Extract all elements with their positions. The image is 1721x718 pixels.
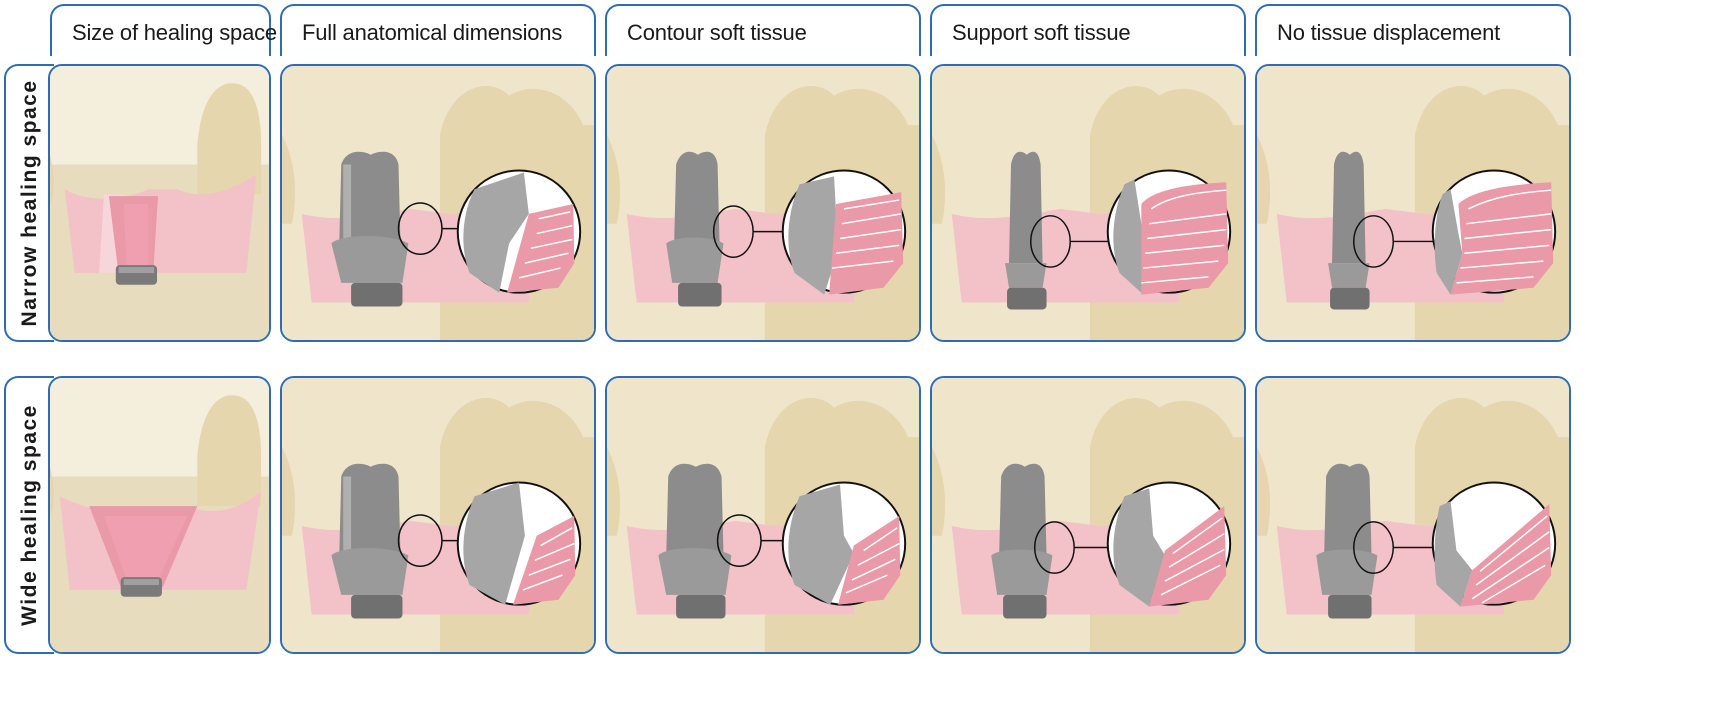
abutment-illustration [282,66,594,340]
abutment-illustration [1257,66,1569,340]
column-header-support-soft-tissue: Support soft tissue [930,4,1246,56]
healing-space-illustration [50,66,269,340]
column-header-full-anatomical-dimensions: Full anatomical dimensions [280,4,596,56]
panel-wide-no-tissue-displacement [1255,376,1571,654]
panel-narrow-size-of-healing-space [48,64,271,342]
column-title: No tissue displacement [1277,20,1500,46]
panel-narrow-contour-soft-tissue [605,64,921,342]
panel-narrow-no-tissue-displacement [1255,64,1571,342]
panel-wide-contour-soft-tissue [605,376,921,654]
row-label-text: Narrow healing space [18,79,42,326]
abutment-illustration [607,66,919,340]
abutment-illustration [1257,378,1569,652]
abutment-illustration [607,378,919,652]
panel-wide-full-anatomical-dimensions [280,376,596,654]
abutment-illustration [932,378,1244,652]
panel-narrow-support-soft-tissue [930,64,1246,342]
panel-wide-support-soft-tissue [930,376,1246,654]
healing-space-illustration [50,378,269,652]
panel-wide-size-of-healing-space [48,376,271,654]
column-header-contour-soft-tissue: Contour soft tissue [605,4,921,56]
column-header-no-tissue-displacement: No tissue displacement [1255,4,1571,56]
panel-narrow-full-anatomical-dimensions [280,64,596,342]
column-title: Full anatomical dimensions [302,20,562,46]
column-title: Support soft tissue [952,20,1130,46]
row-label-text: Wide healing space [18,404,42,626]
abutment-illustration [282,378,594,652]
row-label-wide-healing-space: Wide healing space [4,376,54,654]
abutment-illustration [932,66,1244,340]
column-title: Contour soft tissue [627,20,807,46]
row-label-narrow-healing-space: Narrow healing space [4,64,54,342]
column-header-size-of-healing-space: Size of healing space [50,4,271,56]
column-title: Size of healing space [72,20,277,46]
